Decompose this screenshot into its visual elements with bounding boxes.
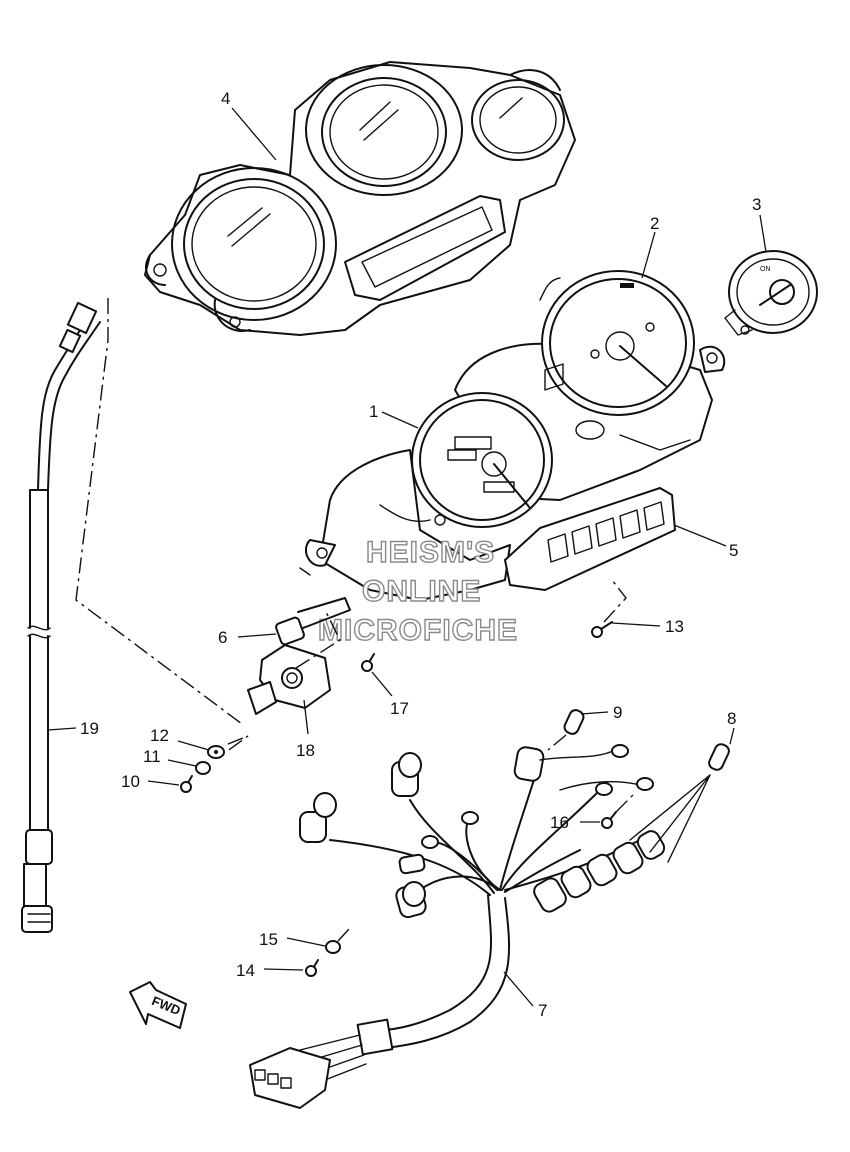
switch-on-label: ON bbox=[760, 266, 771, 273]
washer-part-12[interactable] bbox=[207, 745, 225, 759]
svg-text:HEISM'S: HEISM'S bbox=[366, 536, 495, 569]
callout-5: 5 bbox=[729, 541, 738, 560]
callout-14: 14 bbox=[236, 961, 255, 980]
callout-4: 4 bbox=[221, 89, 230, 108]
svg-text:MICROFICHE: MICROFICHE bbox=[318, 614, 518, 647]
wire-harness-part-7[interactable] bbox=[249, 744, 667, 1109]
washer-part-11[interactable] bbox=[195, 761, 211, 775]
callout-13: 13 bbox=[665, 617, 684, 636]
callout-16: 16 bbox=[550, 813, 569, 832]
callout-10: 10 bbox=[121, 772, 140, 791]
callout-7: 7 bbox=[538, 1001, 547, 1020]
watermark: HEISM'S ONLINE MICROFICHE bbox=[317, 535, 518, 647]
washer-part-15[interactable] bbox=[325, 940, 341, 954]
bulb-part-8[interactable] bbox=[707, 742, 731, 771]
callout-15: 15 bbox=[259, 930, 278, 949]
screw-part-17[interactable] bbox=[361, 653, 375, 672]
meter-assembly-front-gauge-part-1[interactable] bbox=[299, 392, 553, 601]
bulb-part-9[interactable] bbox=[563, 708, 586, 736]
callout-17: 17 bbox=[390, 699, 409, 718]
callout-12: 12 bbox=[150, 726, 169, 745]
callout-2: 2 bbox=[650, 214, 659, 233]
gear-unit-part-18[interactable] bbox=[247, 644, 331, 715]
callout-19: 19 bbox=[80, 719, 99, 738]
drive-gear-part-6[interactable] bbox=[275, 597, 351, 646]
switch-part-3[interactable]: ON bbox=[724, 250, 818, 336]
indicator-panel-part-5[interactable] bbox=[504, 363, 676, 591]
screw-part-13[interactable] bbox=[591, 621, 613, 638]
meter-cover-part-4[interactable] bbox=[144, 61, 576, 336]
meter-assembly-rear-gauge-part-2[interactable] bbox=[454, 270, 726, 501]
screw-part-10[interactable] bbox=[180, 775, 193, 793]
callout-1: 1 bbox=[369, 402, 378, 421]
callout-11: 11 bbox=[143, 747, 161, 766]
callout-3: 3 bbox=[752, 195, 761, 214]
callout-9: 9 bbox=[613, 703, 622, 722]
screw-part-16[interactable] bbox=[601, 811, 617, 829]
callout-6: 6 bbox=[218, 628, 227, 647]
callout-18: 18 bbox=[296, 741, 315, 760]
fwd-arrow-icon: FWD bbox=[129, 981, 187, 1029]
svg-text:ONLINE: ONLINE bbox=[362, 575, 481, 608]
screw-part-14[interactable] bbox=[305, 959, 319, 977]
callout-8: 8 bbox=[727, 709, 736, 728]
speedometer-cable-part-19[interactable] bbox=[21, 301, 101, 933]
